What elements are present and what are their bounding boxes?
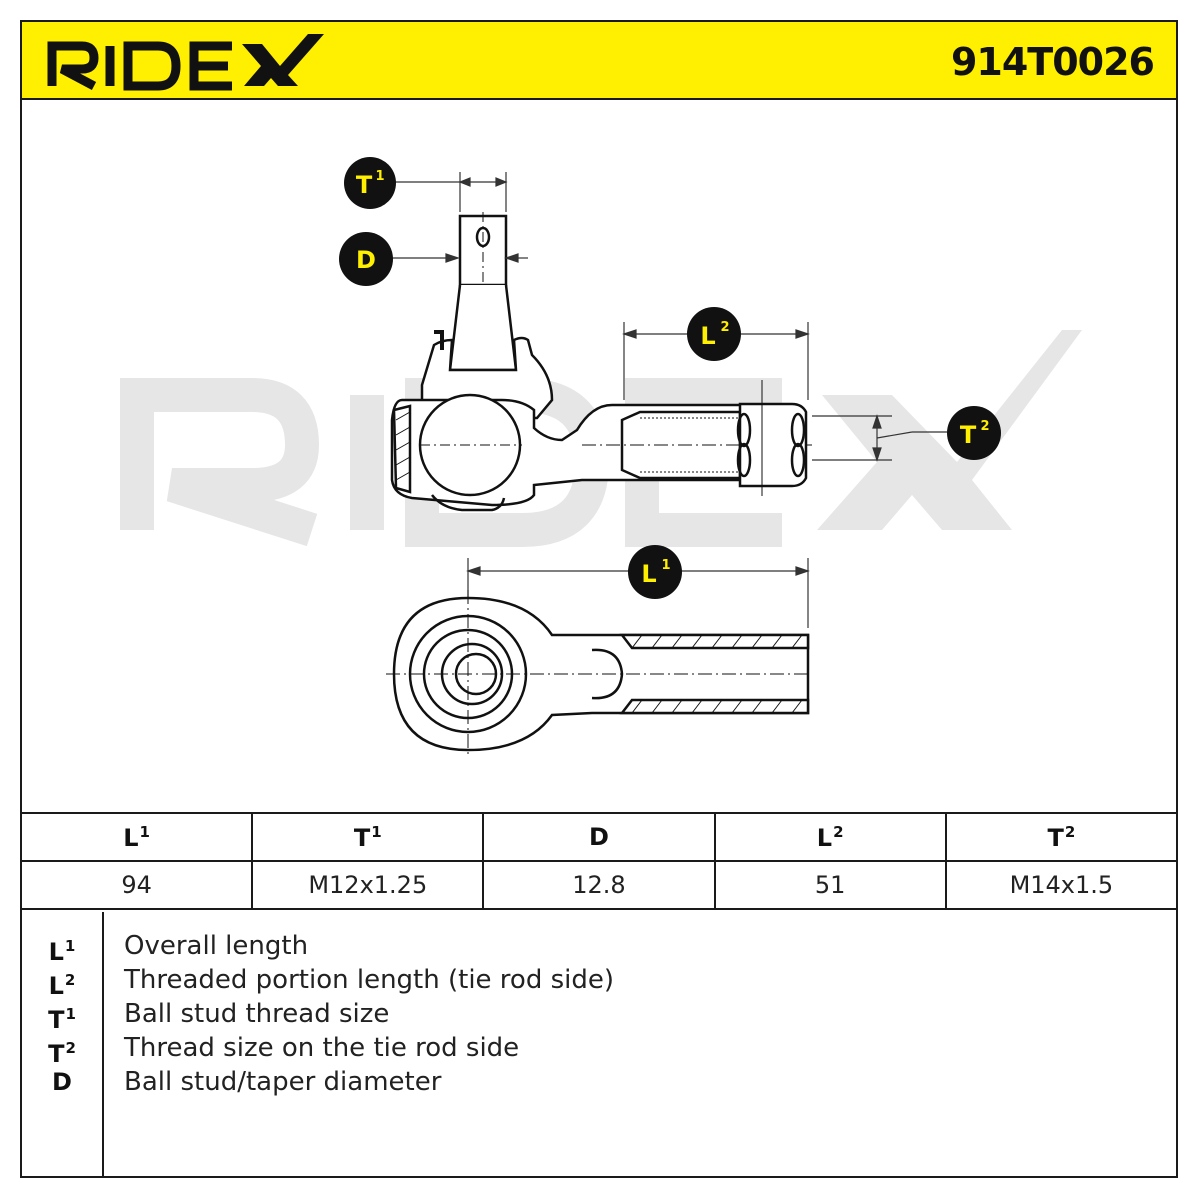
legend-description: Thread size on the tie rod side (124, 1033, 520, 1063)
technical-drawing: T 1 D L 2 T 2 L 1 (22, 100, 1176, 812)
legend-key-index: 1 (65, 1005, 76, 1023)
marker-t1-index: 1 (375, 169, 384, 184)
legend-key-letter: L (48, 938, 64, 966)
header-index: 1 (139, 822, 150, 841)
legend-key-letter: L (48, 972, 64, 1000)
table-header-cell: T1 (251, 812, 485, 862)
marker-t1: T 1 (344, 157, 396, 209)
marker-l1-letter: L (641, 560, 656, 588)
brand-logo-mark (47, 34, 324, 91)
table-header-cell: L1 (19, 812, 254, 862)
legend-key-index: 2 (65, 1039, 76, 1057)
part-number: 914T0026 (950, 40, 1155, 84)
top-view (386, 590, 812, 758)
tie-rod-end-drawing: T 1 D L 2 T 2 L 1 (120, 157, 1082, 758)
marker-d: D (339, 232, 393, 286)
legend-key-index: 1 (64, 937, 76, 955)
legend-key: T2 (20, 1031, 104, 1071)
brand-logo (46, 32, 326, 96)
table-header-cell: L2 (713, 812, 947, 862)
legend-item: T2 Thread size on the tie rod side (20, 1031, 1178, 1068)
legend-description: Threaded portion length (tie rod side) (124, 965, 615, 995)
header-bar: 914T0026 (20, 20, 1178, 100)
marker-t2-index: 2 (980, 419, 989, 434)
header-letter: T (353, 823, 371, 852)
marker-l2: L 2 (687, 307, 741, 361)
dimension-table-grid: L1 T1 D L2 T2 94 M12x1.25 12.8 51 M14x1.… (19, 812, 1179, 910)
legend-key: T1 (20, 997, 104, 1037)
table-value-cell: 94 (19, 860, 254, 910)
marker-l1: L 1 (628, 545, 682, 599)
header-letter: L (816, 823, 833, 852)
legend-key-letter: T (48, 1006, 65, 1034)
side-view (390, 212, 812, 512)
legend-item: D Ball stud/taper diameter (20, 1065, 1178, 1099)
legend-description: Ball stud thread size (124, 999, 390, 1029)
header-index: 1 (371, 822, 382, 841)
table-header-cell: D (482, 812, 716, 862)
legend-divider (102, 912, 104, 1178)
legend-key-letter: D (52, 1068, 72, 1096)
table-header-row: L1 T1 D L2 T2 (19, 812, 1179, 862)
legend: L1 Overall length L2 Threaded portion le… (20, 912, 1178, 1178)
legend-key: L2 (20, 963, 104, 1003)
header-index: 2 (833, 822, 844, 841)
table-value-row: 94 M12x1.25 12.8 51 M14x1.5 (19, 860, 1179, 910)
table-value-cell: 12.8 (482, 860, 716, 910)
marker-d-letter: D (356, 246, 376, 274)
header-letter: T (1047, 823, 1064, 852)
dimension-table: L1 T1 D L2 T2 94 M12x1.25 12.8 51 M14x1.… (19, 812, 1179, 912)
marker-t1-letter: T (356, 171, 373, 199)
table-value-cell: 51 (713, 860, 947, 910)
legend-key-letter: T (48, 1040, 65, 1068)
marker-t2-letter: T (960, 421, 977, 449)
table-header-cell: T2 (944, 812, 1179, 862)
header-letter: D (589, 823, 609, 851)
marker-t2: T 2 (947, 406, 1001, 460)
legend-description: Ball stud/taper diameter (124, 1067, 442, 1097)
table-value-cell: M12x1.25 (251, 860, 485, 910)
legend-key: L1 (20, 929, 104, 969)
table-value-cell: M14x1.5 (944, 860, 1179, 910)
legend-key: D (20, 1065, 104, 1099)
legend-item: L1 Overall length (20, 929, 1178, 966)
legend-item: T1 Ball stud thread size (20, 997, 1178, 1034)
legend-item: L2 Threaded portion length (tie rod side… (20, 963, 1178, 1000)
marker-l1-index: 1 (661, 558, 670, 573)
marker-l2-letter: L (700, 322, 715, 350)
marker-l2-index: 2 (720, 320, 729, 335)
header-letter: L (123, 823, 139, 852)
legend-key-index: 2 (64, 971, 76, 989)
legend-description: Overall length (124, 931, 309, 961)
header-index: 2 (1064, 822, 1076, 841)
